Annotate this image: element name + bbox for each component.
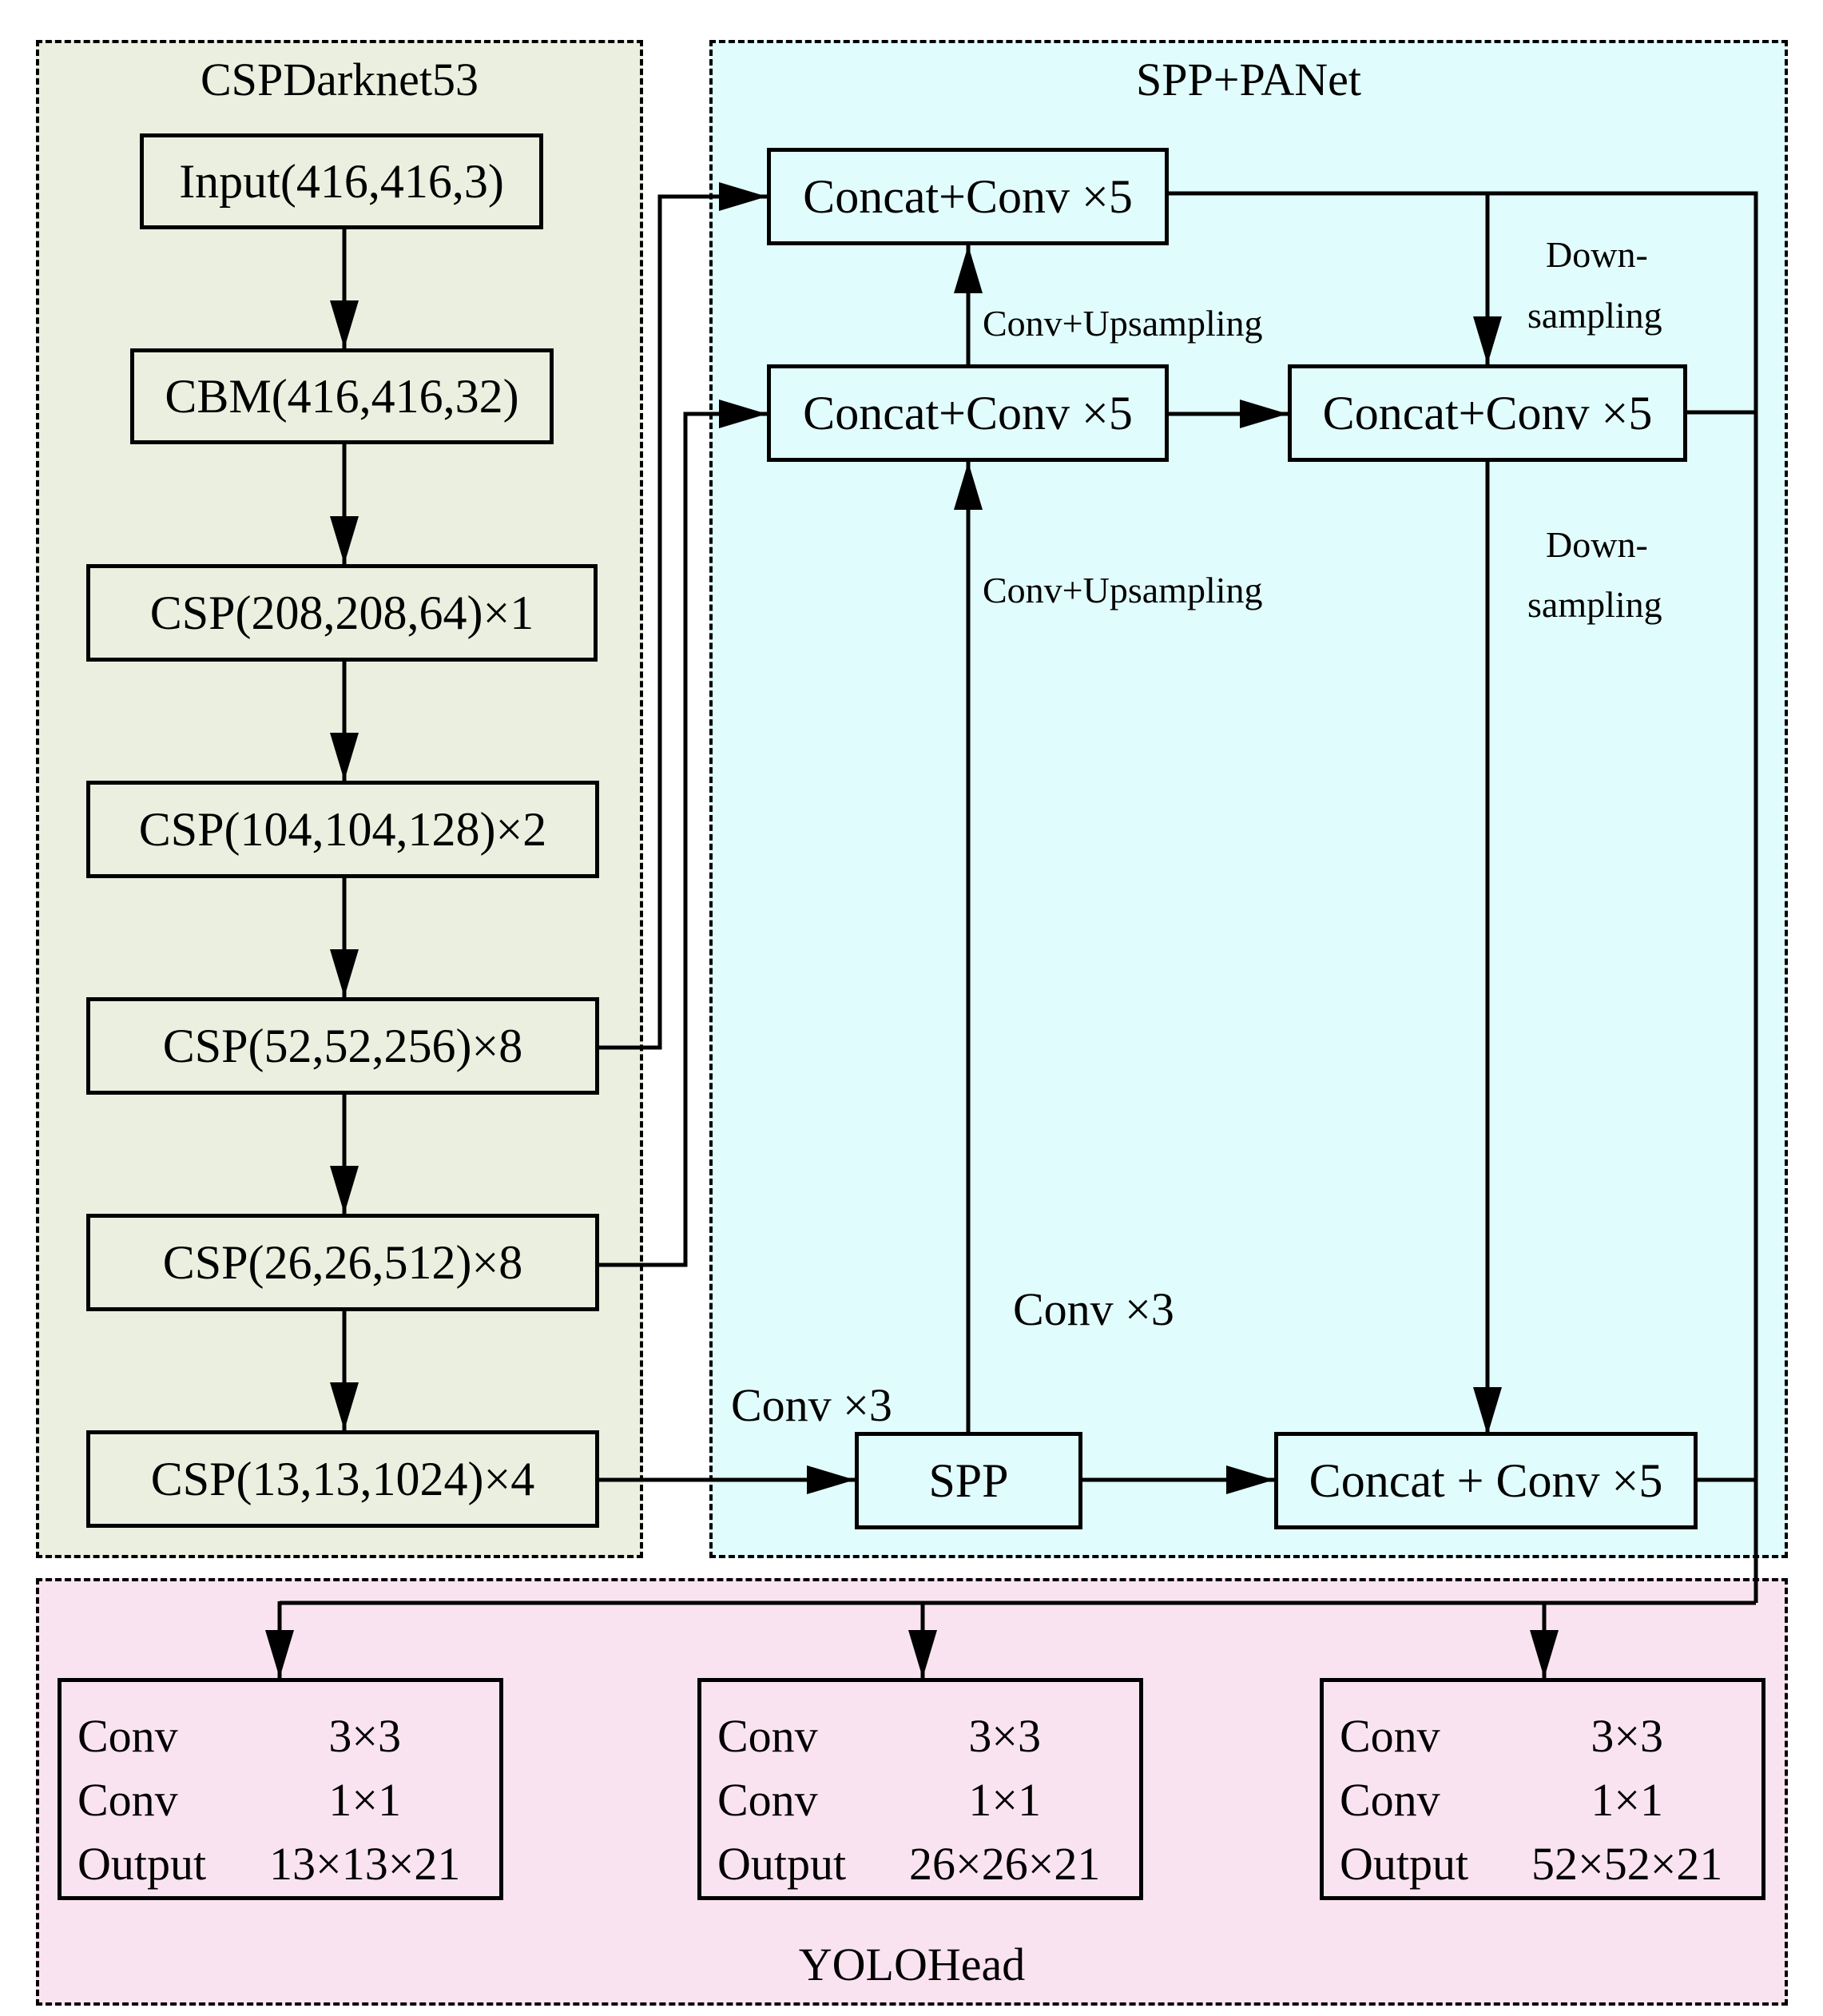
head-52-row3-key: Output: [1340, 1838, 1469, 1890]
yolo-head-52: Conv 3×3 Conv 1×1 Output 52×52×21: [1320, 1678, 1765, 1900]
yolo-head-13-table: Conv 3×3 Conv 1×1 Output 13×13×21: [77, 1704, 460, 1896]
head-13-row1-value: 3×3: [328, 1710, 402, 1762]
head-26-row3-value: 26×26×21: [909, 1838, 1101, 1890]
neck-region: SPP+PANet: [709, 40, 1788, 1558]
arrow-csp4-to-neck-mid: [599, 400, 767, 1267]
label-upsampling-2: Conv+Upsampling: [983, 570, 1263, 610]
head-52-row1-key: Conv: [1340, 1710, 1440, 1762]
yolo-head-26-table: Conv 3×3 Conv 1×1 Output 26×26×21: [717, 1704, 1100, 1896]
label-downsampling-1-a: Down-: [1546, 234, 1648, 275]
block-csp-4: CSP(26,26,512)×8: [86, 1214, 599, 1311]
head-52-row1-value: 3×3: [1591, 1710, 1664, 1762]
block-csp-1: CSP(208,208,64)×1: [86, 564, 598, 662]
neck-concat-top-left: Concat+Conv ×5: [767, 148, 1169, 245]
yolo-head-13: Conv 3×3 Conv 1×1 Output 13×13×21: [58, 1678, 503, 1900]
arrow-csp3-to-neck-top: [599, 182, 767, 1050]
head-13-row3-key: Output: [77, 1838, 207, 1890]
head-13-row2-value: 1×1: [328, 1774, 402, 1826]
head-26-row2-key: Conv: [717, 1774, 818, 1826]
neck-concat-mid-left: Concat+Conv ×5: [767, 364, 1169, 462]
label-upsampling-1: Conv+Upsampling: [983, 303, 1263, 344]
head-26-row3-key: Output: [717, 1838, 847, 1890]
yolo-head-26: Conv 3×3 Conv 1×1 Output 26×26×21: [697, 1678, 1143, 1900]
neck-concat-mid-right: Concat+Conv ×5: [1288, 364, 1687, 462]
label-downsampling-2-a: Down-: [1546, 524, 1648, 565]
block-input: Input(416,416,3): [140, 133, 543, 229]
label-conv3-right: Conv ×3: [1013, 1283, 1174, 1335]
label-conv3-left: Conv ×3: [731, 1379, 892, 1431]
yolo-head-52-table: Conv 3×3 Conv 1×1 Output 52×52×21: [1340, 1704, 1722, 1896]
backbone-title: CSPDarknet53: [201, 54, 479, 105]
neck-title: SPP+PANet: [1135, 54, 1362, 105]
head-13-row3-value: 13×13×21: [269, 1838, 461, 1890]
head-title: YOLOHead: [798, 1938, 1026, 1990]
block-csp-5: CSP(13,13,1024)×4: [86, 1430, 599, 1528]
head-26-row1-key: Conv: [717, 1710, 818, 1762]
neck-spp: SPP: [855, 1432, 1082, 1529]
block-csp-2: CSP(104,104,128)×2: [86, 781, 599, 878]
head-52-row3-value: 52×52×21: [1531, 1838, 1723, 1890]
block-cbm: CBM(416,416,32): [130, 348, 554, 444]
head-52-row2-value: 1×1: [1591, 1774, 1664, 1826]
label-downsampling-1-b: sampling: [1527, 295, 1662, 336]
block-csp-3: CSP(52,52,256)×8: [86, 997, 599, 1095]
head-13-row2-key: Conv: [77, 1774, 178, 1826]
head-26-row2-value: 1×1: [968, 1774, 1042, 1826]
neck-concat-bottom-right: Concat + Conv ×5: [1274, 1432, 1698, 1529]
line-top-out: [1169, 191, 1758, 1603]
head-26-row1-value: 3×3: [968, 1710, 1042, 1762]
head-13-row1-key: Conv: [77, 1710, 178, 1762]
head-52-row2-key: Conv: [1340, 1774, 1440, 1826]
label-downsampling-2-b: sampling: [1527, 584, 1662, 625]
